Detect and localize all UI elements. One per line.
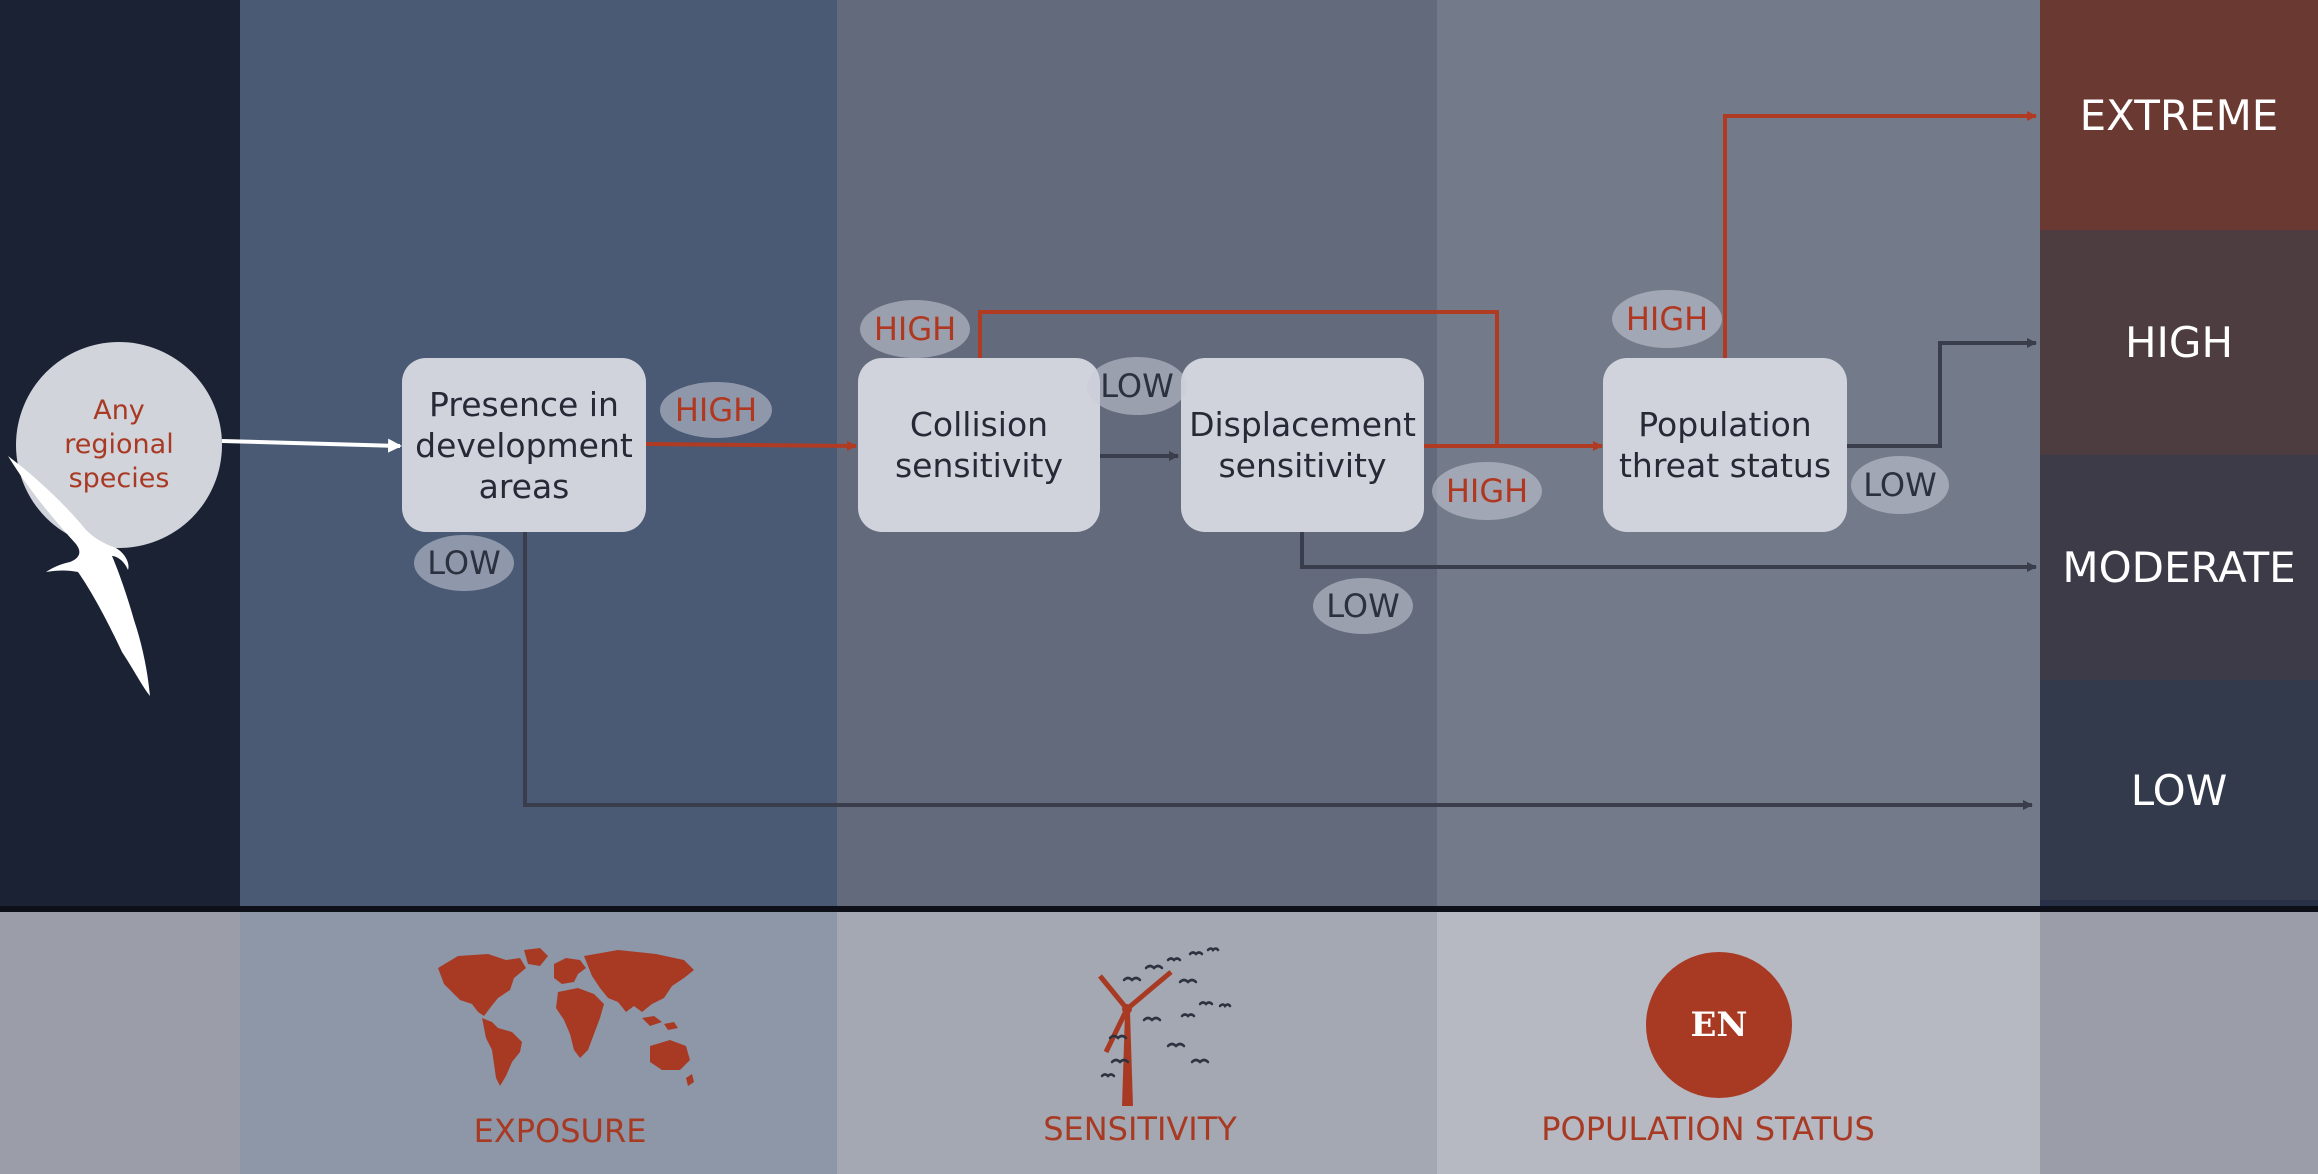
- category-label-population-status: POPULATION STATUS: [1541, 1110, 1875, 1148]
- pill-displacement-low: LOW: [1313, 578, 1413, 634]
- pill-population-low: LOW: [1851, 456, 1949, 514]
- pill-population-high: HIGH: [1612, 290, 1722, 348]
- endangered-status-icon: EN: [1646, 952, 1792, 1098]
- pill-presence-low: LOW: [414, 535, 514, 591]
- arrow-presence-high: [644, 440, 857, 451]
- pill-collision-high: HIGH: [860, 300, 970, 358]
- divider-line: [0, 906, 2318, 912]
- node-collision-sensitivity: Collision sensitivity: [858, 358, 1100, 532]
- pill-displacement-high: HIGH: [1432, 462, 1542, 520]
- status-badge: EN: [1690, 1005, 1748, 1045]
- bottom-strip-sensitivity: [837, 912, 1437, 1174]
- wind-turbine-birds-icon: [1098, 947, 1232, 1106]
- node-population-threat-status: Population threat status: [1603, 358, 1847, 532]
- arrow-presence-low: [523, 532, 2033, 810]
- arrow-species-to-presence: [221, 438, 402, 453]
- risk-high: HIGH: [2040, 230, 2318, 455]
- bottom-strip-left: [0, 912, 240, 1174]
- arrow-displacement-low: [1300, 532, 2037, 572]
- risk-low: LOW: [2040, 680, 2318, 900]
- pill-collision-low: LOW: [1087, 357, 1187, 415]
- arrow-population-low: [1840, 338, 2037, 448]
- category-label-exposure: EXPOSURE: [473, 1112, 647, 1150]
- albatross-silhouette-icon: [8, 456, 150, 696]
- node-presence-in-development-areas: Presence in development areas: [402, 358, 646, 532]
- world-map-icon: [438, 948, 694, 1086]
- arrow-population-high: [1723, 111, 2037, 358]
- node-displacement-sensitivity: Displacement sensitivity: [1181, 358, 1424, 532]
- risk-extreme: EXTREME: [2040, 0, 2318, 230]
- pill-presence-high: HIGH: [660, 382, 772, 438]
- risk-low-bottom-edge: [2040, 900, 2318, 906]
- arrow-collision-high: [978, 310, 1499, 446]
- risk-moderate: MODERATE: [2040, 455, 2318, 680]
- bottom-strip-right: [2040, 912, 2318, 1174]
- category-label-sensitivity: SENSITIVITY: [1043, 1110, 1237, 1148]
- flow-arrows: [221, 111, 2037, 810]
